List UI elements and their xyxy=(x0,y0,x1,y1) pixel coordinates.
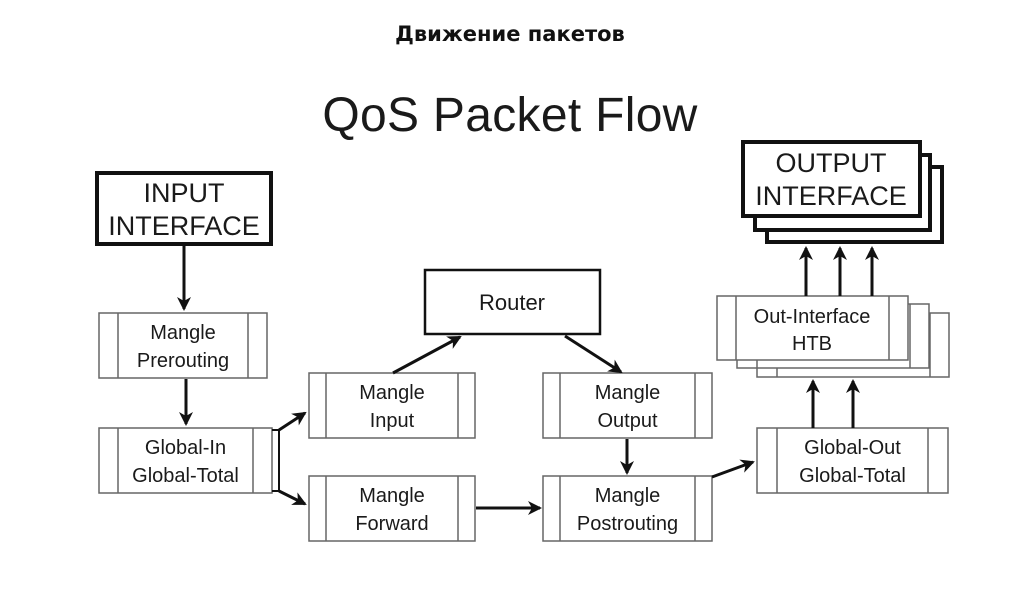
node-out-interface-htb: Out-Interface HTB xyxy=(716,295,950,378)
output-interface-box xyxy=(741,140,922,218)
output-interface-line1: OUTPUT xyxy=(776,148,887,178)
edge-global-in-to-mangle-input xyxy=(278,411,307,432)
global-in-line1: Global-In xyxy=(145,437,226,459)
mangle-output-line1: Mangle xyxy=(595,382,661,404)
mangle-prerouting-line2: Prerouting xyxy=(137,350,229,372)
edge-global-in-to-mangle-forward xyxy=(278,489,307,506)
mangle-prerouting-line1: Mangle xyxy=(150,322,216,344)
mangle-output-box xyxy=(542,372,713,439)
mangle-input-line2: Input xyxy=(370,410,415,432)
edge-global-in-branch xyxy=(272,429,280,492)
mangle-output-line2: Output xyxy=(597,410,657,432)
global-in-box xyxy=(98,427,273,494)
mangle-prerouting-box xyxy=(98,312,268,379)
mangle-forward-line2: Forward xyxy=(355,513,428,535)
output-interface-line2: INTERFACE xyxy=(755,181,907,211)
node-input-interface: INPUT INTERFACE xyxy=(95,171,273,246)
router-box xyxy=(423,268,602,336)
mangle-forward-line1: Mangle xyxy=(359,485,425,507)
mangle-input-line1: Mangle xyxy=(359,382,425,404)
router-label: Router xyxy=(479,290,545,315)
edges xyxy=(177,246,879,515)
htb-line2: HTB xyxy=(792,333,832,355)
mangle-postrouting-line1: Mangle xyxy=(595,485,661,507)
input-interface-box xyxy=(95,171,273,246)
edge-router-to-mangle-output xyxy=(564,334,623,374)
node-router: Router xyxy=(423,268,602,336)
global-out-line1: Global-Out xyxy=(804,437,901,459)
input-interface-line1: INPUT xyxy=(144,178,225,208)
edge-postrouting-to-global-out xyxy=(711,459,755,479)
node-output-interface: OUTPUT INTERFACE xyxy=(741,140,944,244)
global-in-line2: Global-Total xyxy=(132,465,239,487)
mangle-forward-box xyxy=(308,475,476,542)
input-interface-line2: INTERFACE xyxy=(108,211,260,241)
edge-mangle-input-to-router xyxy=(392,335,462,375)
mangle-postrouting-box xyxy=(542,475,713,542)
htb-box xyxy=(716,295,909,361)
mangle-postrouting-line2: Postrouting xyxy=(577,513,678,535)
page-heading: Движение пакетов xyxy=(395,22,625,46)
diagram-title: QoS Packet Flow xyxy=(322,89,698,142)
global-out-line2: Global-Total xyxy=(799,465,906,487)
htb-line1: Out-Interface xyxy=(754,306,871,328)
global-out-box xyxy=(756,427,949,494)
mangle-input-box xyxy=(308,372,476,439)
